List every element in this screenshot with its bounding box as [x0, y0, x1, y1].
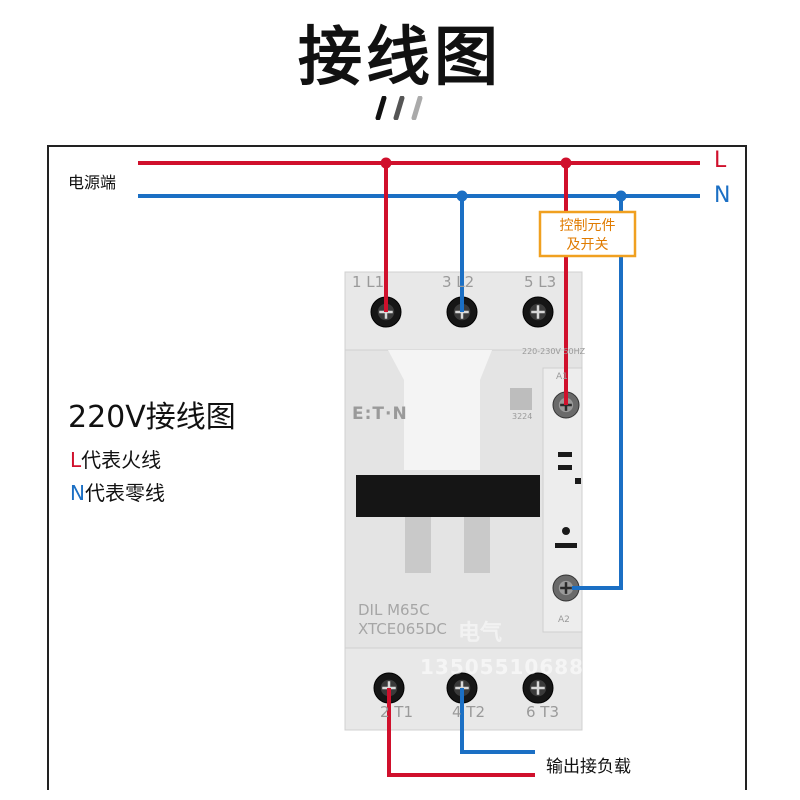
coil-a1-label: A1	[556, 372, 568, 382]
legend-neutral-text: 代表零线	[84, 481, 165, 505]
coil-a2-label: A2	[558, 615, 570, 625]
decorative-slashes	[375, 96, 423, 120]
legend-live: L代表火线	[70, 444, 161, 473]
terminal-screws	[370, 296, 580, 704]
screw-l3	[522, 296, 554, 328]
contactor-slot-right	[464, 517, 490, 573]
page-title: 接线图	[298, 21, 502, 95]
coil-indicator-3	[575, 478, 581, 484]
brand-logo: E:T·N	[352, 404, 408, 424]
qr-code	[510, 388, 532, 410]
coil-indicator-2	[558, 465, 572, 470]
neutral-line-label: N	[714, 183, 731, 208]
model-line1: DIL M65C	[358, 601, 430, 619]
terminal-label-l3: 5 L3	[524, 273, 557, 291]
t1-output-wire	[387, 688, 535, 777]
legend-neutral: N代表零线	[70, 477, 165, 506]
legend-live-letter: L	[70, 448, 82, 472]
coil-voltage-label: 220-230V 50HZ	[522, 347, 586, 356]
t2-output-wire	[460, 688, 535, 754]
legend-heading: 220V接线图	[68, 400, 236, 435]
watermark-text: 电气	[458, 621, 503, 646]
legend-neutral-letter: N	[70, 481, 85, 505]
terminal-label-t1: 2 T1	[380, 703, 414, 721]
model-line2: XTCE065DC	[358, 620, 447, 638]
junction-dot-a2	[615, 190, 627, 202]
screw-a2	[552, 574, 580, 602]
contactor-black-bar	[356, 475, 540, 517]
coil-indicator-4	[555, 543, 577, 548]
coil-indicator-dot	[562, 527, 570, 535]
contactor-slot-left	[405, 517, 431, 573]
watermark-phone: 13505510688	[420, 655, 585, 679]
terminal-label-t3: 6 T3	[526, 703, 560, 721]
screw-t3	[522, 672, 554, 704]
wires	[138, 161, 700, 777]
terminal-label-l2: 3 L2	[442, 273, 475, 291]
legend-live-text: 代表火线	[81, 448, 162, 472]
terminal-label-l1: 1 L1	[352, 273, 385, 291]
junction-dot-a1	[560, 157, 572, 169]
control-element-box	[538, 210, 637, 258]
diagram-frame	[47, 145, 747, 790]
control-box-line2: 及开关	[566, 237, 609, 253]
serial-label: 3224	[512, 412, 533, 421]
live-line-label: L	[714, 148, 727, 173]
coil-indicator-1	[558, 452, 572, 457]
power-source-label: 电源端	[68, 173, 117, 192]
terminal-label-t2: 4 T2	[452, 703, 486, 721]
junction-dot-l2	[456, 190, 468, 202]
coil-a2-wire	[572, 196, 623, 590]
output-load-label: 输出接负载	[546, 757, 631, 777]
contactor-center-channel	[388, 350, 492, 470]
control-box-line1: 控制元件	[559, 218, 616, 234]
junction-dot-l1	[380, 157, 392, 169]
